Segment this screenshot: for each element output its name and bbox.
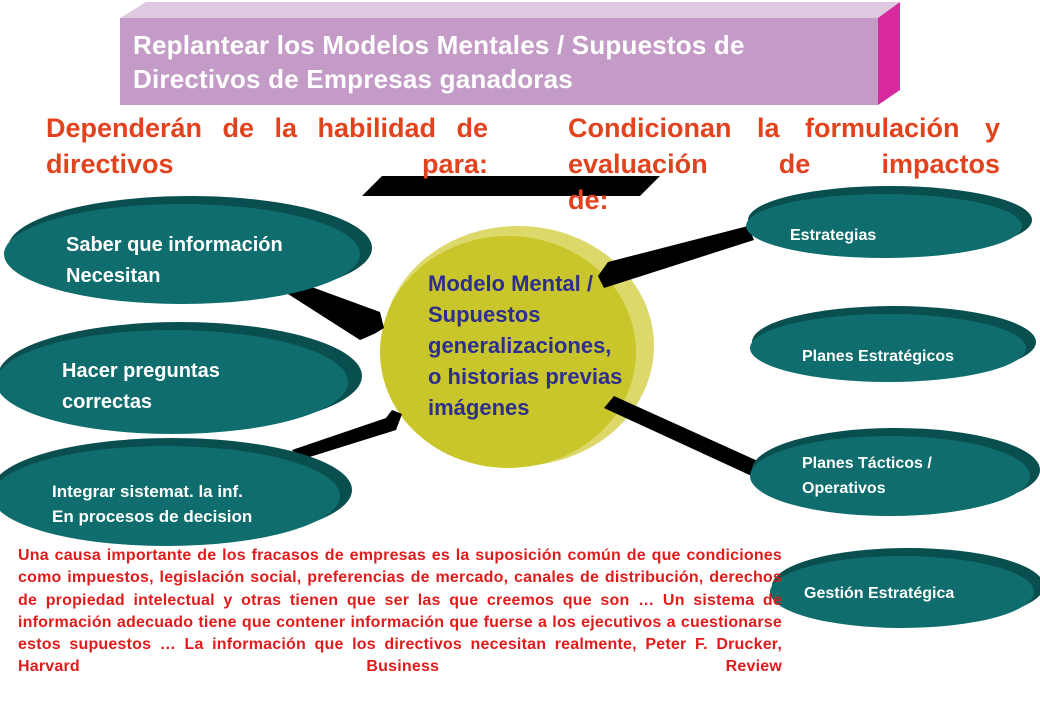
right-oval-3 [750,428,1040,516]
left-oval-3-line-2: En procesos de decision [52,507,253,526]
right-oval-1 [746,186,1032,258]
right-arrow-2 [604,396,760,478]
right-heading-line-3: de: [568,185,609,215]
left-oval-1-line-2: Necesitan [66,265,161,287]
right-heading: Condicionan la formulación y evaluación … [568,110,1000,218]
center-line-2: Supuestos [428,302,541,327]
left-oval-1-text: Saber que información Necesitan [66,230,283,292]
left-heading: Dependerán de la habilidad de directivos… [46,113,488,179]
page-title: Replantear los Modelos Mentales / Supues… [133,30,745,94]
center-disc [380,226,654,468]
drucker-quote: Una causa importante de los fracasos de … [18,547,782,676]
center-line-4: o historias previas [428,364,623,389]
left-oval-2 [0,322,362,434]
left-oval-1 [4,196,372,304]
right-oval-3-line-1: Planes Tácticos / [802,455,932,472]
left-arrow-2 [292,410,402,460]
left-oval-3-text: Integrar sistemat. la inf. En procesos d… [52,479,252,529]
right-oval-2 [750,306,1036,382]
right-oval-3-text: Planes Tácticos / Operativos [802,451,932,501]
right-oval-4 [770,548,1040,628]
right-oval-2-text: Planes Estratégicos [802,348,955,365]
right-oval-1-text: Estrategias [790,227,877,244]
left-oval-3 [0,438,352,546]
right-oval-4-text: Gestión Estratégica [804,585,955,602]
left-oval-3-line-1: Integrar sistemat. la inf. [52,482,243,501]
center-line-1: Modelo Mental / [428,271,593,296]
center-line-3: generalizaciones, [428,333,612,358]
top-arrow [362,176,660,196]
right-arrow-1 [598,226,754,288]
right-heading-line-2: y evaluación de impactos [568,113,1000,179]
center-text: Modelo Mental / Supuestos generalizacion… [428,268,708,423]
title-box [120,2,900,105]
left-oval-2-text: Hacer preguntas correctas [62,356,220,418]
center-line-5: imágenes [428,395,530,420]
left-oval-1-line-1: Saber que información [66,234,283,256]
right-oval-3-line-2: Operativos [802,480,886,497]
left-oval-2-line-1: Hacer preguntas [62,360,220,382]
left-arrow-1 [288,282,384,340]
right-heading-line-1: Condicionan la formulación [568,113,960,143]
left-oval-2-line-2: correctas [62,391,153,413]
